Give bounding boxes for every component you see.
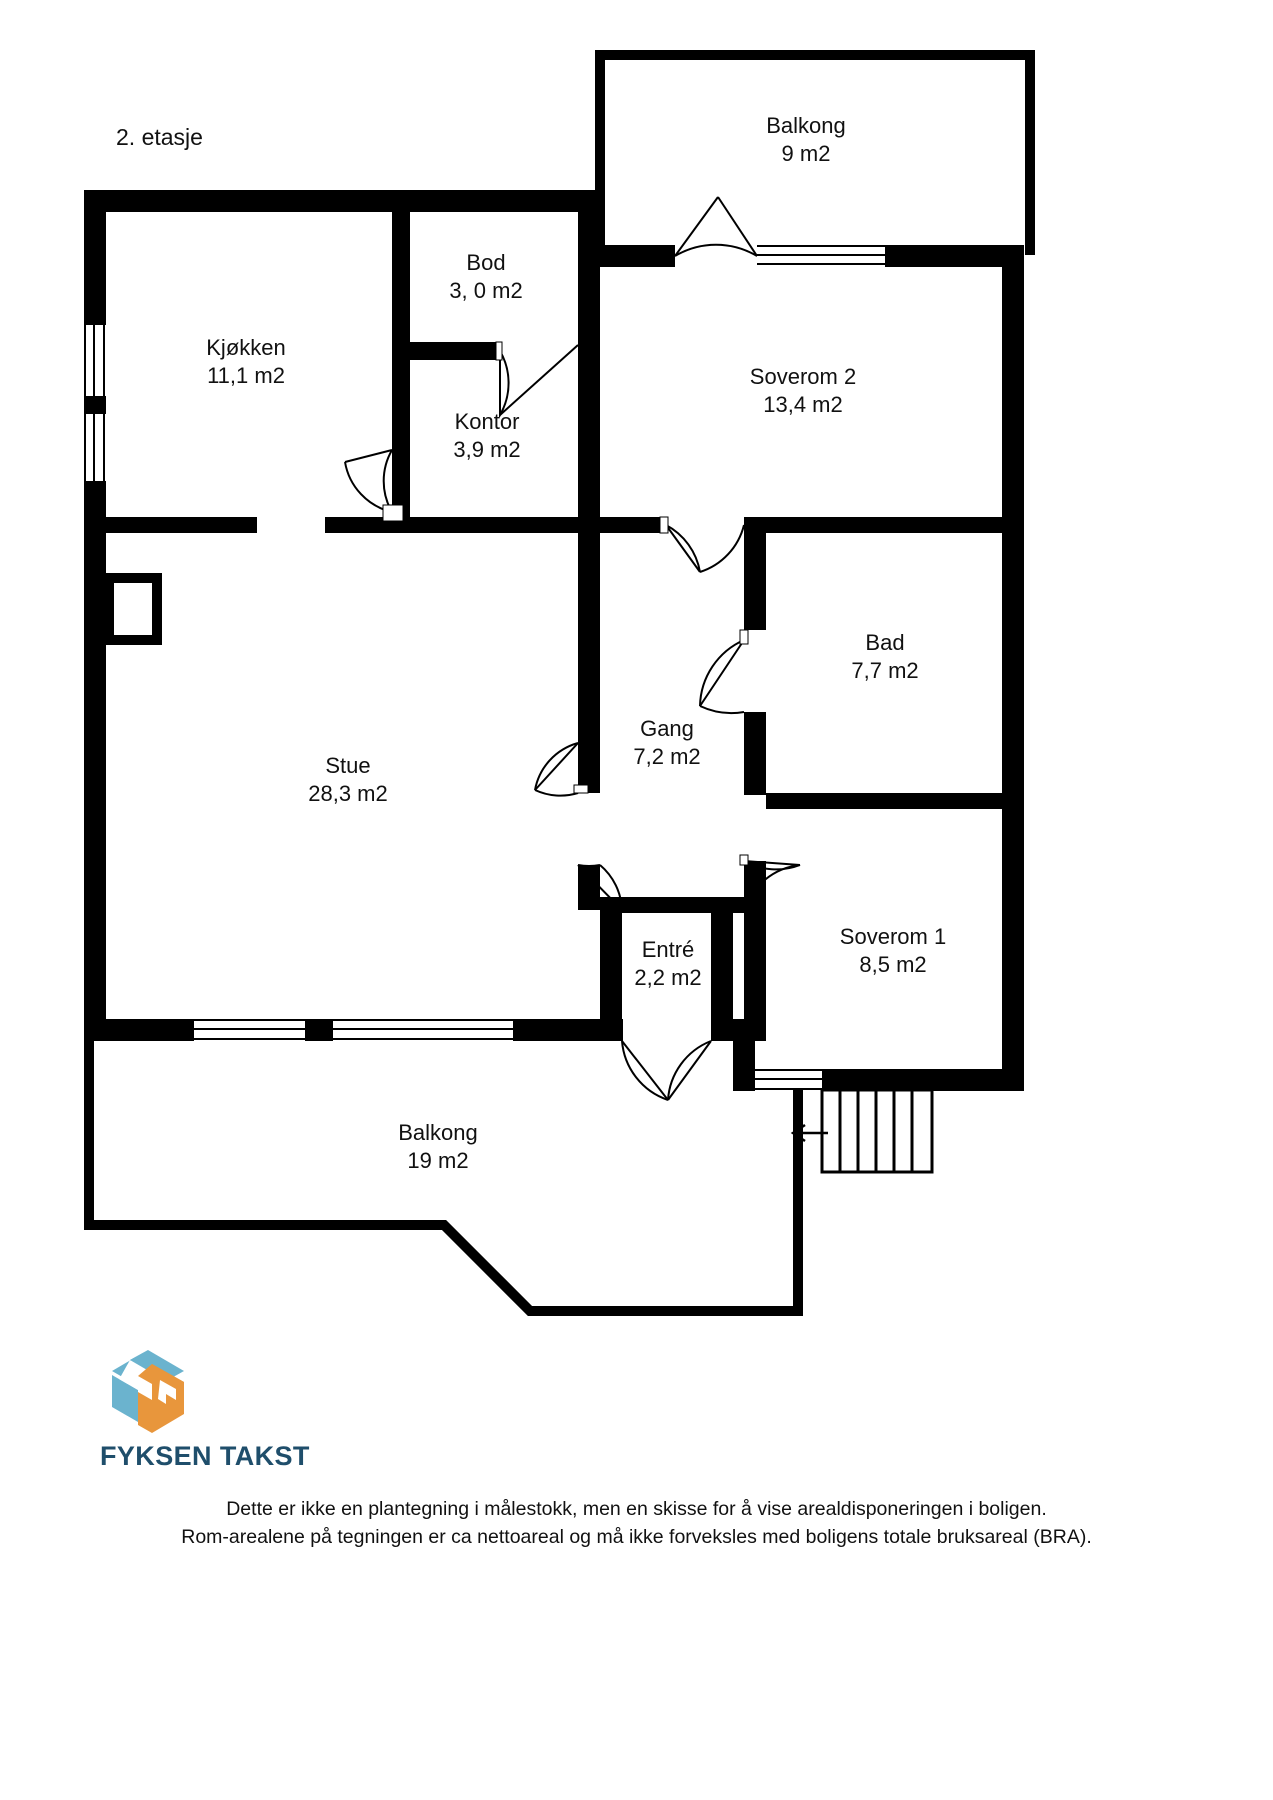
room-area: 9 m2 <box>781 141 831 167</box>
room-label-soverom-1: Soverom 1 8,5 m2 <box>840 923 946 979</box>
room-label-gang: Gang 7,2 m2 <box>633 715 700 771</box>
cube-f-logo-icon <box>108 1348 188 1438</box>
room-name: Kontor <box>454 409 520 434</box>
room-name: Gang <box>640 716 694 741</box>
room-name: Balkong <box>766 113 846 138</box>
brand-wordmark: FYKSEN TAKST <box>100 1441 310 1471</box>
window-openings <box>84 245 885 1090</box>
door-swings <box>344 196 801 1101</box>
room-label-stue: Stue 28,3 m2 <box>308 752 388 808</box>
room-name: Soverom 1 <box>839 924 947 949</box>
room-area: 13,4 m2 <box>763 392 843 418</box>
room-label-kjokken: Kjøkken 11,1 m2 <box>206 334 285 390</box>
disclaimer-line-1: Dette er ikke en plantegning i målestokk… <box>226 1498 1047 1520</box>
interior-walls <box>104 190 1024 1041</box>
room-label-bod: Bod 3, 0 m2 <box>449 249 522 305</box>
room-label-balkong-bottom: Balkong 19 m2 <box>398 1119 478 1175</box>
staircase <box>820 1088 934 1174</box>
room-area: 28,3 m2 <box>308 781 388 807</box>
door-jambs <box>382 341 749 866</box>
disclaimer-text: Dette er ikke en plantegning i målestokk… <box>0 1496 1273 1551</box>
room-label-kontor: Kontor 3,9 m2 <box>453 408 520 464</box>
room-area: 8,5 m2 <box>859 952 927 978</box>
building-outer-walls <box>84 190 1024 1091</box>
room-name: Entré <box>641 937 695 962</box>
room-name: Kjøkken <box>206 335 286 360</box>
room-name: Soverom 2 <box>749 364 857 389</box>
room-name: Bad <box>865 630 905 655</box>
room-area: 7,7 m2 <box>851 658 919 684</box>
room-label-bad: Bad 7,7 m2 <box>851 629 918 685</box>
room-name: Stue <box>325 753 371 778</box>
brand-logo: FYKSEN TAKST <box>100 1348 330 1488</box>
room-label-balkong-top: Balkong 9 m2 <box>766 112 846 168</box>
room-name: Balkong <box>398 1120 478 1145</box>
floor-title: 2. etasje <box>116 124 203 150</box>
room-area: 7,2 m2 <box>633 744 701 770</box>
room-label-soverom-2: Soverom 2 13,4 m2 <box>750 363 856 419</box>
room-area: 2,2 m2 <box>634 965 702 991</box>
stair-direction-arrow-left-icon <box>790 1123 828 1143</box>
room-area: 11,1 m2 <box>207 363 285 389</box>
balcony-top-outline <box>595 50 1035 255</box>
room-label-entre: Entré 2,2 m2 <box>634 936 701 992</box>
disclaimer-line-2: Rom-arealene på tegningen er ca nettoare… <box>181 1525 1092 1548</box>
room-area: 19 m2 <box>407 1148 469 1174</box>
room-name: Bod <box>466 250 506 275</box>
room-area: 3, 0 m2 <box>449 278 523 304</box>
room-area: 3,9 m2 <box>453 437 521 463</box>
balcony-bottom-outline <box>84 1036 803 1316</box>
